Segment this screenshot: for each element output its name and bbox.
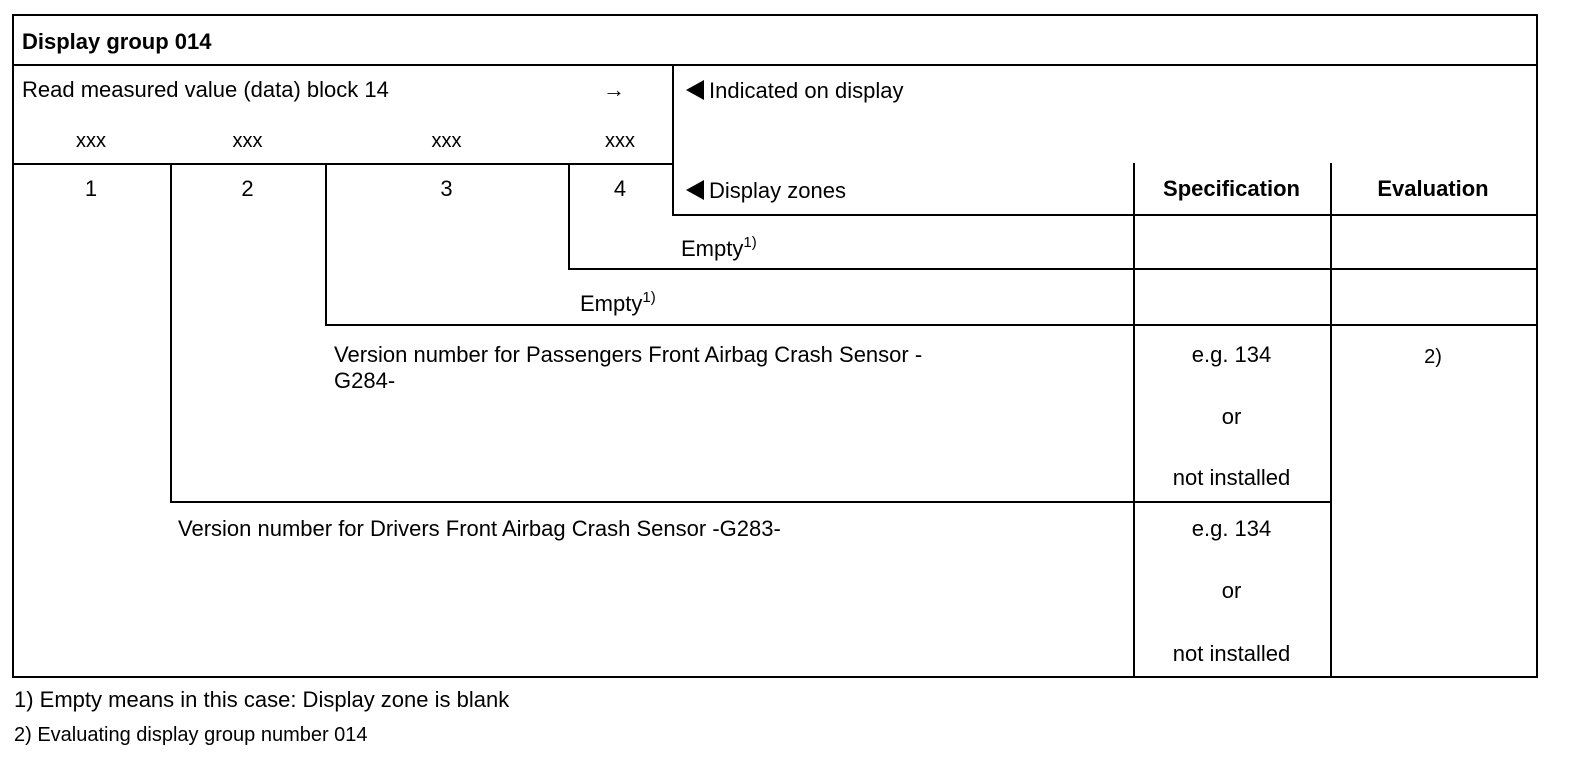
driver-sensor-label: Version number for Drivers Front Airbag … — [178, 516, 781, 541]
driver-spec-example: e.g. 134 — [1191, 516, 1272, 541]
title-divider — [12, 64, 1538, 66]
table-border-left — [12, 14, 14, 678]
zone-2-row-divider — [170, 501, 1332, 503]
zone-3-empty: Empty1) — [580, 289, 656, 317]
placeholder-divider — [12, 163, 674, 165]
zone-number-4: 4 — [613, 176, 627, 201]
footnote-ref-1: 1) — [642, 289, 656, 306]
driver-spec-not-installed: not installed — [1172, 641, 1291, 666]
footnote-2: 2) Evaluating display group number 014 — [14, 724, 368, 746]
zone-4-row-divider — [568, 268, 1538, 270]
placeholder-2: xxx — [232, 130, 263, 152]
eval-column-left — [1330, 163, 1332, 678]
passenger-sensor-label-line2: G284- — [334, 368, 396, 393]
triangle-left-icon — [686, 180, 704, 200]
right-arrow-icon: → — [603, 77, 625, 102]
display-zones-heading: Display zones — [686, 178, 846, 204]
passenger-spec-not-installed: not installed — [1172, 465, 1291, 490]
specification-heading: Specification — [1163, 176, 1300, 201]
display-zones-label: Display zones — [709, 178, 846, 203]
table-border-bottom — [12, 676, 1538, 678]
footnote-1: 1) Empty means in this case: Display zon… — [14, 687, 510, 712]
read-block-label: Read measured value (data) block 14 — [22, 77, 389, 102]
zone-number-3: 3 — [440, 176, 453, 201]
evaluation-reference: 2) — [1424, 346, 1442, 368]
table-title: Display group 014 — [22, 29, 212, 54]
zone-number-1: 1 — [84, 176, 98, 201]
table-border-right — [1536, 14, 1538, 678]
passenger-spec-example: e.g. 134 — [1191, 342, 1272, 367]
table-border-top — [12, 14, 1538, 16]
spec-column-left — [1133, 163, 1135, 678]
placeholder-3: xxx — [431, 130, 462, 152]
driver-spec-or: or — [1221, 578, 1242, 603]
placeholder-4: xxx — [605, 130, 635, 152]
footnote-ref-1: 1) — [743, 234, 757, 251]
triangle-left-icon — [686, 80, 704, 100]
indicated-divider — [672, 64, 674, 216]
zone-number-2: 2 — [241, 176, 254, 201]
evaluation-heading: Evaluation — [1377, 176, 1489, 201]
zone-3-divider — [568, 163, 570, 270]
zone-4-empty: Empty1) — [681, 234, 757, 262]
indicated-on-display: Indicated on display — [686, 78, 903, 104]
empty-label: Empty — [580, 291, 643, 316]
zone-2-divider — [325, 163, 327, 326]
passenger-spec-or: or — [1221, 404, 1242, 429]
zone-3-row-divider — [325, 324, 1538, 326]
zones-divider — [672, 214, 1538, 216]
passenger-sensor-label-line1: Version number for Passengers Front Airb… — [334, 342, 923, 367]
indicated-label: Indicated on display — [709, 78, 904, 103]
placeholder-1: xxx — [76, 130, 106, 152]
empty-label: Empty — [681, 236, 744, 261]
zone-1-divider — [170, 163, 172, 503]
